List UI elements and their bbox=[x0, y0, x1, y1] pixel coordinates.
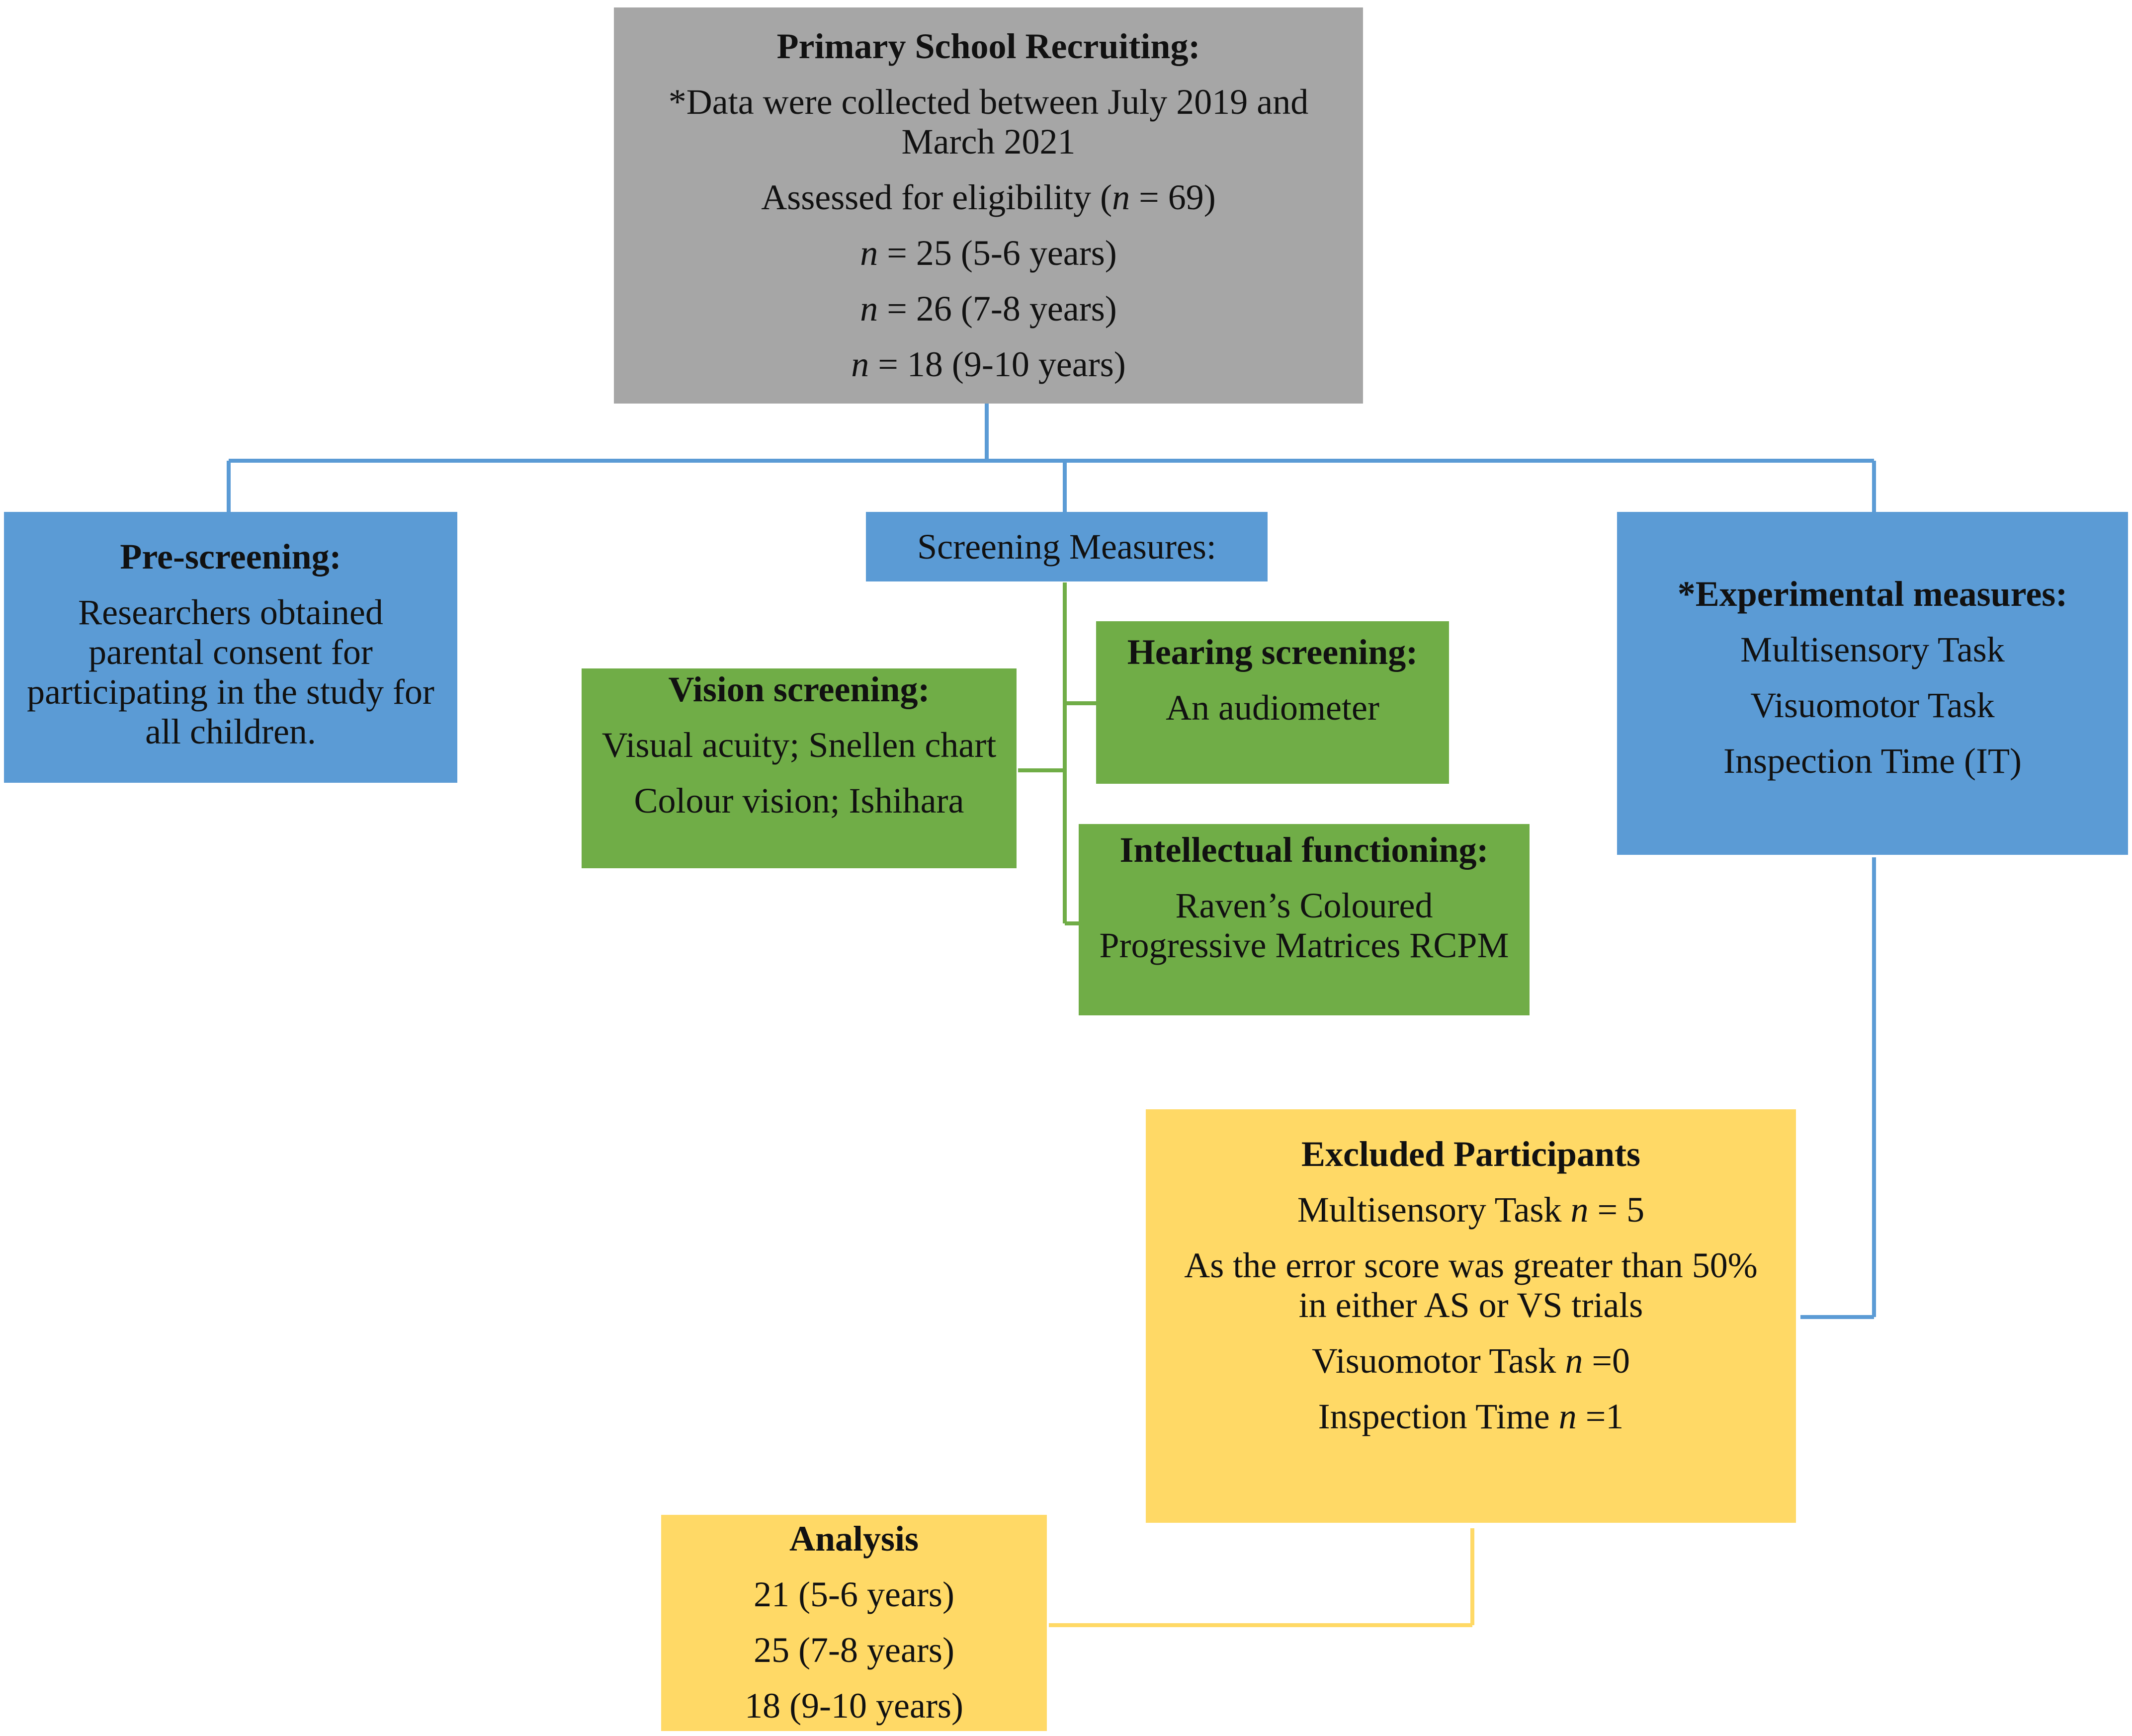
excluded-title: Excluded Participants bbox=[1301, 1134, 1641, 1174]
excluded-inspection: Inspection Time n =1 bbox=[1318, 1397, 1624, 1436]
excluded-reason-line2: in either AS or VS trials bbox=[1298, 1285, 1643, 1325]
vision-line: Visual acuity; Snellen chart bbox=[601, 725, 997, 765]
screening-box: Screening Measures: bbox=[866, 512, 1268, 581]
hearing-line: An audiometer bbox=[1166, 688, 1379, 728]
intellectual-box: Intellectual functioning: Raven’s Colour… bbox=[1079, 824, 1530, 1015]
recruiting-title: Primary School Recruiting: bbox=[776, 26, 1200, 66]
excluded-box: Excluded Participants Multisensory Task … bbox=[1146, 1109, 1796, 1523]
screening-title: Screening Measures: bbox=[917, 527, 1216, 567]
experimental-line: Multisensory Task bbox=[1740, 630, 2005, 669]
prescreening-box: Pre-screening: Researchers obtained pare… bbox=[4, 512, 457, 783]
experimental-line: Inspection Time (IT) bbox=[1723, 741, 2022, 781]
prescreening-line: parental consent for bbox=[88, 632, 373, 672]
vision-title: Vision screening: bbox=[668, 669, 930, 709]
analysis-line: 25 (7-8 years) bbox=[754, 1630, 954, 1670]
recruiting-group-5-6: n = 25 (5-6 years) bbox=[860, 233, 1117, 273]
intellectual-line: Raven’s Coloured bbox=[1175, 886, 1433, 925]
analysis-line: 18 (9-10 years) bbox=[745, 1686, 963, 1726]
intellectual-title: Intellectual functioning: bbox=[1119, 830, 1489, 870]
analysis-box: Analysis 21 (5-6 years) 25 (7-8 years) 1… bbox=[661, 1515, 1047, 1731]
prescreening-title: Pre-screening: bbox=[120, 537, 341, 577]
experimental-title: *Experimental measures: bbox=[1677, 574, 2068, 614]
experimental-line: Visuomotor Task bbox=[1750, 685, 1995, 725]
recruiting-box: Primary School Recruiting: *Data were co… bbox=[614, 7, 1363, 404]
vision-line: Colour vision; Ishihara bbox=[634, 781, 964, 821]
prescreening-line: participating in the study for bbox=[27, 672, 434, 712]
recruiting-group-9-10: n = 18 (9-10 years) bbox=[851, 344, 1126, 384]
recruiting-eligibility: Assessed for eligibility (n = 69) bbox=[761, 177, 1216, 217]
recruiting-group-7-8: n = 26 (7-8 years) bbox=[860, 289, 1117, 329]
prescreening-line: all children. bbox=[145, 712, 316, 751]
vision-box: Vision screening: Visual acuity; Snellen… bbox=[582, 668, 1017, 868]
analysis-title: Analysis bbox=[789, 1519, 919, 1559]
excluded-multisensory: Multisensory Task n = 5 bbox=[1297, 1190, 1645, 1230]
intellectual-line: Progressive Matrices RCPM bbox=[1099, 925, 1509, 965]
excluded-reason-line1: As the error score was greater than 50% bbox=[1184, 1245, 1758, 1285]
recruiting-dates-line1: *Data were collected between July 2019 a… bbox=[668, 82, 1309, 122]
excluded-visuomotor: Visuomotor Task n =0 bbox=[1312, 1341, 1630, 1381]
prescreening-line: Researchers obtained bbox=[78, 592, 383, 632]
hearing-box: Hearing screening: An audiometer bbox=[1096, 621, 1449, 784]
recruiting-dates-line2: March 2021 bbox=[901, 122, 1076, 162]
analysis-line: 21 (5-6 years) bbox=[754, 1574, 954, 1614]
hearing-title: Hearing screening: bbox=[1127, 632, 1418, 672]
experimental-box: *Experimental measures: Multisensory Tas… bbox=[1617, 512, 2128, 855]
